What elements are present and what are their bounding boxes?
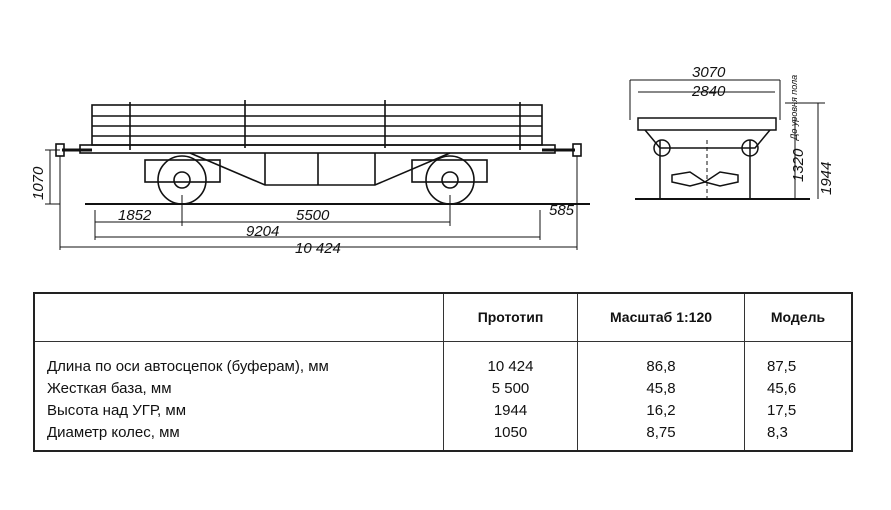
model-cells: 87,5 45,6 17,5 8,3: [744, 341, 852, 451]
floor-level-label: До уровня пола: [789, 75, 799, 141]
dim-585: 585: [549, 202, 575, 219]
wagon-drawing: 1070 1852 5500 585 9204 10 424 3070 2840…: [30, 64, 835, 257]
prototype-value: 1050: [493, 423, 528, 441]
model-value: 8,3: [767, 423, 788, 441]
header-parameter: [34, 293, 444, 342]
param-length: Длина по оси автосцепок (буферам), мм: [47, 357, 329, 375]
param-wheelbase: Жесткая база, мм: [47, 379, 172, 397]
wagon-body-side: [91, 104, 543, 146]
dim-5500: 5500: [296, 207, 330, 224]
dim-2840: 2840: [691, 83, 726, 100]
scale-value: 16,2: [646, 401, 676, 419]
prototype-value: 10 424: [487, 357, 534, 375]
table-body-row: Длина по оси автосцепок (буферам), мм Же…: [34, 341, 852, 451]
scale-value: 86,8: [646, 357, 676, 375]
header-model: Модель: [744, 293, 852, 342]
header-scale: Масштаб 1:120: [577, 293, 745, 342]
model-value: 45,6: [767, 379, 797, 397]
prototype-value: 1944: [493, 401, 528, 419]
scale-cells: 86,8 45,8 16,2 8,75: [577, 341, 745, 451]
prototype-cells: 10 424 5 500 1944 1050: [443, 341, 578, 451]
model-value: 87,5: [767, 357, 797, 375]
dim-1070: 1070: [30, 166, 47, 200]
model-value: 17,5: [767, 401, 797, 419]
param-height: Высота над УГР, мм: [47, 401, 187, 419]
dim-10424: 10 424: [295, 240, 341, 257]
side-view: [45, 100, 590, 250]
table-header-row: Прототип Масштаб 1:120 Модель: [34, 293, 852, 342]
end-view: [629, 79, 825, 200]
dim-1320: 1320: [790, 148, 807, 182]
param-wheel-diameter: Диаметр колес, мм: [47, 423, 180, 441]
dim-1944: 1944: [818, 162, 835, 195]
scale-value: 8,75: [646, 423, 676, 441]
dim-9204: 9204: [246, 223, 279, 240]
dimensions-table: Прототип Масштаб 1:120 Модель Длина по о…: [33, 292, 853, 452]
parameter-cells: Длина по оси автосцепок (буферам), мм Же…: [34, 341, 444, 451]
scale-value: 45,8: [646, 379, 676, 397]
dim-3070: 3070: [692, 64, 726, 81]
header-prototype: Прототип: [443, 293, 578, 342]
prototype-value: 5 500: [491, 379, 530, 397]
dim-1852: 1852: [118, 207, 152, 224]
